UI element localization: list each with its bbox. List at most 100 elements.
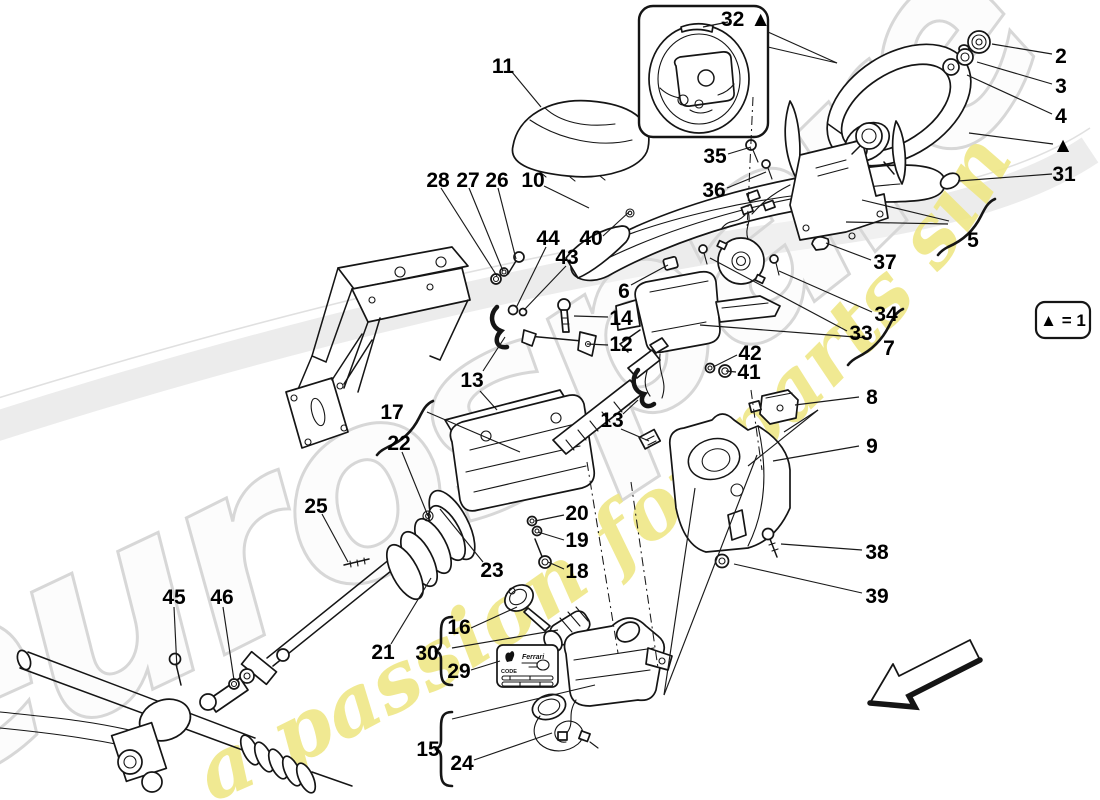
leader-line <box>733 563 863 594</box>
column-switch-assembly-drawing <box>615 270 781 399</box>
leader-line <box>222 606 235 681</box>
steering-rack-drawing <box>0 649 353 794</box>
callout-8: 8 <box>866 386 878 409</box>
callout-45: 45 <box>162 586 186 609</box>
callout-13: 13 <box>460 369 483 392</box>
callout-9: 9 <box>866 435 878 458</box>
leader-line <box>573 315 609 318</box>
callout-31: 31 <box>1052 163 1076 186</box>
brace-30 <box>434 615 454 687</box>
leader-line <box>622 399 639 415</box>
watermark-swoosh <box>0 137 1099 441</box>
leader-line <box>767 46 838 64</box>
leader-line <box>861 199 950 222</box>
callout-38: 38 <box>865 541 889 564</box>
sensor-drawing <box>748 389 799 425</box>
leader-line <box>778 270 873 313</box>
callout-29: 29 <box>447 660 470 683</box>
leader-line <box>470 660 501 671</box>
leader-line <box>699 324 869 339</box>
legend-text: ▲ = 1 <box>1040 311 1086 330</box>
key-code-card: Ferrari CODE <box>496 644 559 688</box>
leader-line <box>725 370 737 373</box>
leader-lines <box>173 21 1054 761</box>
centerline-dash <box>586 461 619 654</box>
callout-14: 14 <box>609 307 633 330</box>
callout-15: 15 <box>416 738 440 761</box>
leader-line <box>767 31 838 64</box>
callout-42: 42 <box>738 342 761 365</box>
leader-line <box>473 732 553 761</box>
leader-line <box>511 71 542 108</box>
leader-line <box>772 445 860 462</box>
card-code-text: CODE <box>501 669 517 675</box>
leader-line <box>663 487 696 696</box>
callout-28: 28 <box>426 169 450 192</box>
leader-line <box>602 211 630 237</box>
leader-line <box>825 242 872 261</box>
fasteners-drawing <box>168 30 991 690</box>
leader-line <box>401 451 429 517</box>
leader-line <box>794 396 860 406</box>
leader-line <box>321 513 349 563</box>
leader-line <box>537 531 565 541</box>
callout-17: 17 <box>380 401 403 424</box>
clockspring-drawing <box>716 203 766 285</box>
leader-line <box>712 354 738 368</box>
leader-line <box>586 343 609 346</box>
leader-line <box>991 43 1053 55</box>
legend-box: ▲ = 1 <box>1034 300 1092 340</box>
leader-line <box>547 561 565 570</box>
centerline-dash <box>630 481 659 669</box>
leader-line <box>451 629 559 649</box>
direction-arrow <box>867 639 983 711</box>
leader-line <box>620 428 650 442</box>
centerline-dash <box>750 389 763 471</box>
card-brand-text: Ferrari <box>522 654 545 661</box>
callout-7: 7 <box>883 337 895 360</box>
callout-brackets <box>375 197 997 788</box>
leader-line <box>173 606 178 670</box>
callout-10: 10 <box>521 169 544 192</box>
leader-line <box>727 146 752 155</box>
callout-11: 11 <box>492 55 515 78</box>
bracket-7 <box>846 307 905 367</box>
callout-13: 13 <box>600 409 623 432</box>
leader-line <box>630 264 669 286</box>
callout-3: 3 <box>1055 75 1067 98</box>
leader-line <box>957 173 1053 182</box>
callout-40: 40 <box>579 227 602 250</box>
leader-line <box>440 187 498 277</box>
leader-line <box>726 171 767 189</box>
callout-4: 4 <box>1055 105 1067 128</box>
leader-line <box>479 390 498 411</box>
leader-line <box>426 411 521 453</box>
callout-27: 27 <box>456 169 479 192</box>
callout-44: 44 <box>536 227 560 250</box>
callout-2: 2 <box>1055 45 1067 68</box>
centerline-dash <box>746 96 754 231</box>
leader-line <box>497 187 517 260</box>
bracket-17 <box>375 399 435 457</box>
steering-wheel-inset <box>637 4 770 139</box>
callout-6: 6 <box>618 280 630 303</box>
leader-line <box>482 336 506 372</box>
leader-line <box>780 543 863 551</box>
leader-line <box>451 684 596 720</box>
callout-46: 46 <box>210 586 233 609</box>
callout-26: 26 <box>485 169 508 192</box>
callout-43: 43 <box>555 246 578 269</box>
callout-20: 20 <box>565 502 588 525</box>
leader-line <box>439 508 484 563</box>
steering-column-drawing <box>239 337 669 686</box>
callout-19: 19 <box>565 529 588 552</box>
callout-5: 5 <box>967 229 979 252</box>
leader-line <box>523 265 567 311</box>
leader-line <box>702 21 729 28</box>
leader-line <box>845 221 949 225</box>
callout-18: 18 <box>565 560 589 583</box>
leader-line <box>968 132 1054 145</box>
leader-line <box>515 246 547 309</box>
